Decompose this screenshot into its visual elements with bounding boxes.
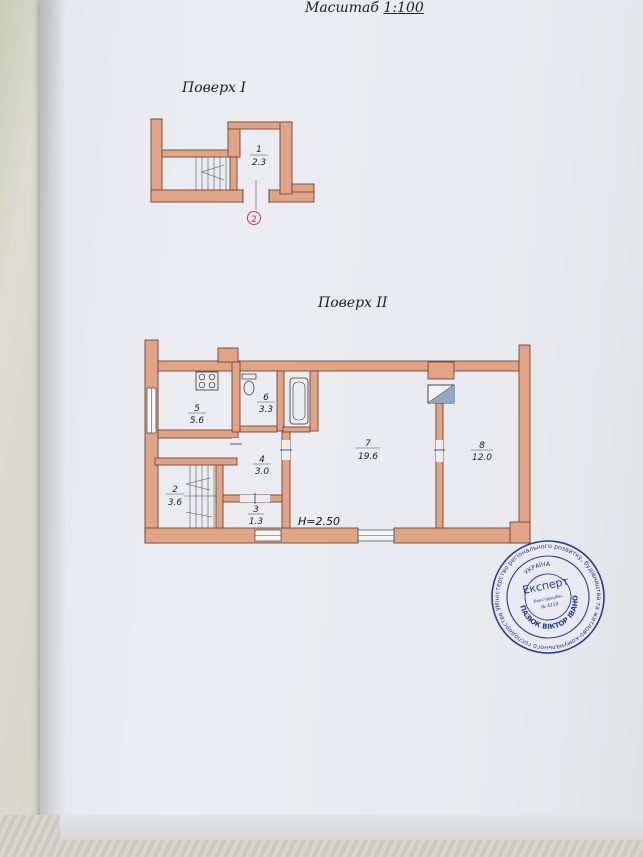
stamp-name-text: ПАЗЮК ВІКТОР ІВАНОВИЧ: [0, 1, 586, 745]
room-5-number: 5: [194, 404, 200, 414]
ceiling-height-label: H=2.50: [298, 515, 340, 528]
room-3-number: 3: [253, 505, 259, 515]
wall: [427, 361, 455, 380]
room-3-area: 1.3: [249, 517, 264, 527]
vent-icon: [427, 384, 455, 404]
wall: [217, 347, 239, 363]
wall: [157, 429, 239, 439]
scale-value: 1:100: [383, 0, 424, 16]
wall: [144, 527, 359, 544]
wall: [279, 121, 293, 195]
room-2-area: 3.6: [168, 498, 183, 508]
wall: [154, 457, 238, 466]
wall: [281, 431, 291, 529]
wall: [309, 370, 319, 432]
wall: [518, 344, 531, 544]
wall: [509, 521, 531, 544]
document-page: [40, 0, 643, 840]
wall: [435, 399, 444, 529]
wall: [215, 464, 224, 529]
room-2-number: 2: [172, 485, 178, 495]
room-4-number: 4: [259, 455, 265, 465]
floor-1-plan: 2 1 2.3: [150, 118, 315, 225]
wall: [231, 361, 241, 433]
room-8-area: 12.0: [472, 453, 492, 463]
axis-marker: [247, 211, 261, 225]
room-6-number: 6: [263, 393, 269, 403]
room-5-area: 5.6: [190, 416, 205, 426]
axis-marker-label: 2: [251, 215, 257, 225]
room-7-area: 19.6: [358, 452, 378, 462]
floor-1-title: Поверх I: [182, 80, 246, 96]
room-4-area: 3.0: [255, 467, 270, 477]
wall: [239, 425, 278, 433]
room-1-area: 2.3: [252, 158, 267, 168]
wall: [144, 339, 159, 544]
floor-2-plan: 5 5.6 6 3.3 4 3.0 2 3.6 3 1.3 7 19.6 8 1…: [144, 339, 531, 544]
bathtub-icon: [289, 377, 309, 425]
page-binding-shadow: [40, 0, 66, 840]
door-opening: [436, 440, 443, 462]
door-opening: [232, 438, 240, 456]
stair-icon: [195, 157, 227, 190]
wall: [229, 156, 238, 191]
scale-label: Масштаб 1:100: [305, 0, 424, 16]
page-bottom-edge: [60, 815, 643, 840]
wall: [282, 426, 311, 433]
room-6-area: 3.3: [259, 405, 274, 415]
wall: [157, 360, 521, 372]
stair-icon: [184, 465, 216, 528]
wall: [276, 370, 285, 432]
toilet-icon: [241, 373, 257, 396]
scale-text: Масштаб: [305, 0, 379, 16]
room-labels: 5 5.6 6 3.3 4 3.0 2 3.6 3 1.3 7 19.6 8 1…: [166, 393, 493, 528]
stove-icon: [195, 371, 219, 391]
stamp-reg-number: № 4210: [541, 601, 560, 611]
wall: [393, 527, 520, 544]
room-1-number: 1: [256, 145, 262, 155]
wall: [291, 183, 315, 193]
room-8-number: 8: [479, 441, 485, 451]
room-7-number: 7: [365, 439, 371, 449]
floor-2-title: Поверх II: [318, 295, 388, 311]
